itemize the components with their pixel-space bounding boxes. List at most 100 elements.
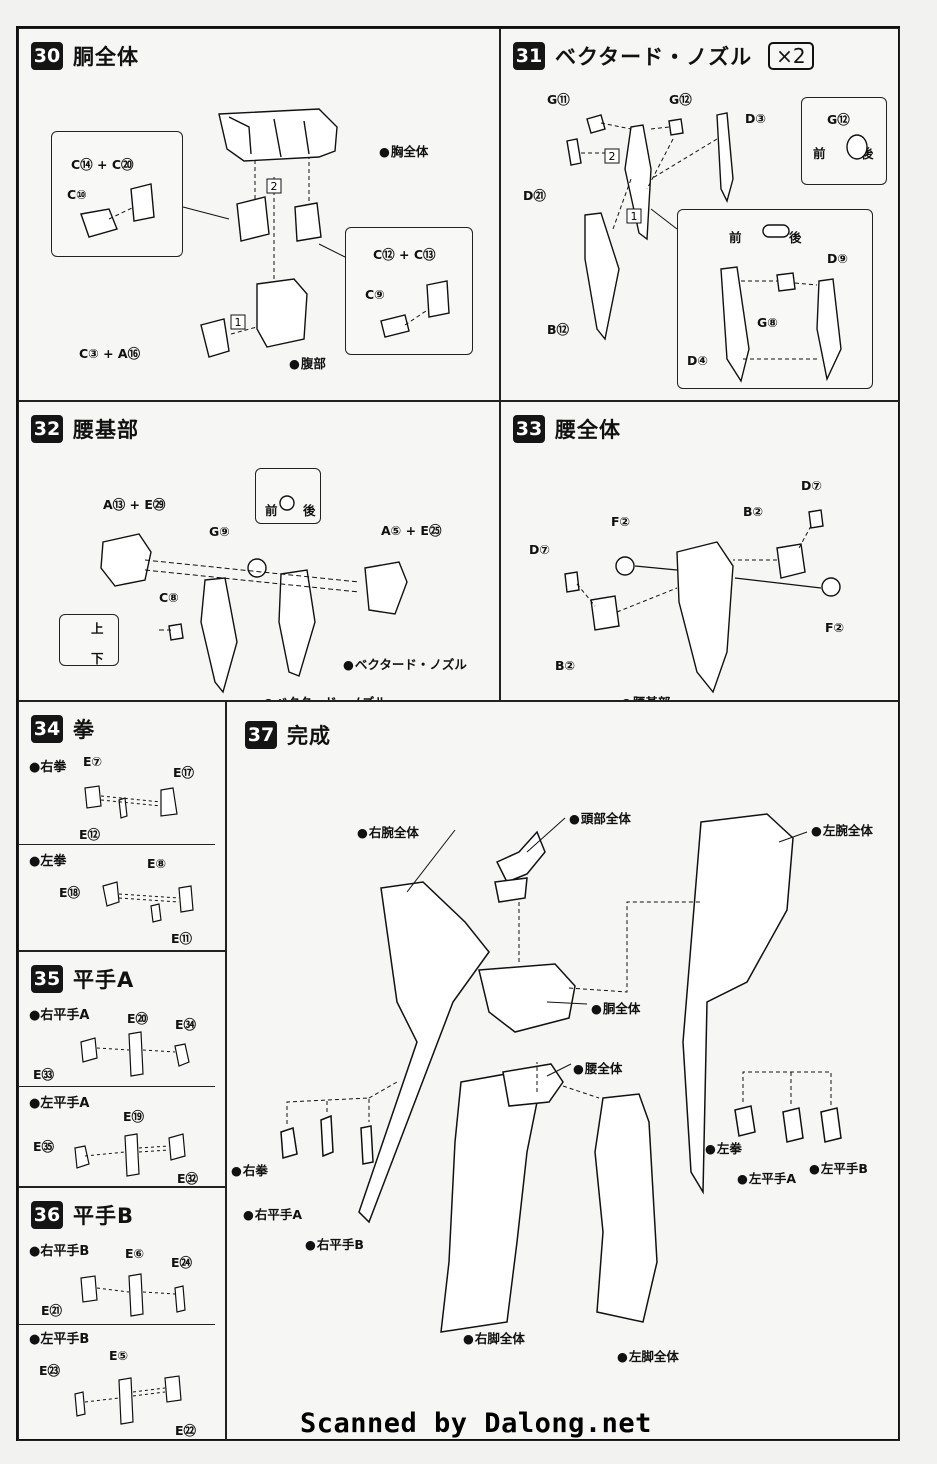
back-label: 後 bbox=[789, 230, 802, 245]
scan-credit: Scanned by Dalong.net bbox=[300, 1408, 652, 1439]
front-label: 前 bbox=[265, 503, 278, 518]
left-leg-part bbox=[594, 1093, 658, 1323]
left-fist-label: 左拳 bbox=[705, 1138, 742, 1157]
part-label: E㉞ bbox=[175, 1017, 197, 1032]
part-label: E㉑ bbox=[41, 1303, 63, 1318]
part-label: D⑦ bbox=[801, 478, 822, 493]
part-label: E㉜ bbox=[177, 1171, 199, 1186]
step-30-drawing: 2 1 bbox=[80, 108, 450, 358]
part-label: E⑫ bbox=[79, 827, 101, 842]
divider bbox=[19, 844, 215, 845]
part-label: F② bbox=[611, 514, 631, 529]
waist-label: 腰全体 bbox=[573, 1058, 623, 1077]
svg-text:1: 1 bbox=[235, 316, 242, 329]
down-label: 下 bbox=[91, 651, 104, 666]
right-arm-part bbox=[358, 881, 490, 1224]
sub-assembly-inset bbox=[51, 131, 183, 257]
up-label: 上 bbox=[91, 621, 104, 636]
head-part bbox=[495, 830, 546, 883]
step-number: 33 bbox=[513, 415, 545, 443]
part-label: E⑥ bbox=[125, 1246, 145, 1261]
part-label: E⑰ bbox=[173, 765, 195, 780]
part-label: F② bbox=[825, 620, 845, 635]
part-label: G⑧ bbox=[757, 315, 778, 330]
left-arm-label: 左腕全体 bbox=[811, 820, 873, 839]
part-label: A⑤ + E㉕ bbox=[381, 523, 442, 538]
right-hand-b-label: 右平手B bbox=[29, 1240, 89, 1259]
step-number: 32 bbox=[31, 415, 63, 443]
part-label: B② bbox=[743, 504, 764, 519]
right-hand-b-label: 右平手B bbox=[305, 1234, 364, 1253]
right-fist-label: 右拳 bbox=[29, 756, 66, 775]
part-label: E㉟ bbox=[33, 1139, 55, 1154]
step-number: 35 bbox=[31, 965, 63, 993]
waist-base-label: 腰基部 bbox=[621, 692, 671, 700]
step-36-drawing bbox=[74, 1273, 186, 1425]
part-label: E⑦ bbox=[83, 754, 103, 769]
part-label: E⑧ bbox=[147, 856, 167, 871]
orientation-inset bbox=[801, 97, 887, 185]
nozzle-label: ベクタード・ノズル bbox=[343, 654, 467, 673]
step-number: 31 bbox=[513, 42, 545, 70]
part-label: E㉓ bbox=[39, 1363, 61, 1378]
left-hand-a-label: 左平手A bbox=[29, 1092, 89, 1111]
part-label: E⑱ bbox=[59, 885, 81, 900]
left-hand-b-label: 左平手B bbox=[809, 1158, 868, 1177]
part-label: D③ bbox=[745, 111, 766, 126]
part-label: E㉒ bbox=[175, 1423, 197, 1438]
part-label: A⑬ + E㉙ bbox=[103, 497, 166, 512]
part-label: C⑧ bbox=[159, 590, 179, 605]
part-label: E⑲ bbox=[123, 1109, 145, 1124]
part-label: B⑫ bbox=[547, 322, 570, 337]
front-label: 前 bbox=[813, 146, 826, 161]
part-label: C⑩ bbox=[67, 187, 87, 202]
part-label: C⑨ bbox=[365, 287, 385, 302]
step-34-drawing bbox=[84, 785, 194, 923]
part-label: E㉔ bbox=[171, 1255, 193, 1270]
right-hand-a-label: 右平手A bbox=[243, 1204, 302, 1223]
chest-label: 胸全体 bbox=[379, 141, 429, 160]
step-35-drawing bbox=[74, 1031, 190, 1177]
step-number: 37 bbox=[245, 721, 277, 749]
step-number: 30 bbox=[31, 42, 63, 70]
torso-part bbox=[478, 963, 576, 1033]
part-label: C⑭ + C⑳ bbox=[71, 157, 134, 172]
part-label: G⑨ bbox=[209, 524, 230, 539]
part-label: D⑦ bbox=[529, 542, 550, 557]
part-label: B② bbox=[555, 658, 576, 673]
svg-text:2: 2 bbox=[609, 150, 616, 163]
step-32-drawing bbox=[100, 495, 408, 694]
step-33-drawing bbox=[564, 509, 841, 694]
front-label: 前 bbox=[729, 230, 742, 245]
part-label: G⑫ bbox=[827, 112, 850, 127]
torso-label: 胴全体 bbox=[591, 998, 641, 1017]
right-leg-part bbox=[440, 1071, 540, 1333]
nozzle-label: ベクタード・ノズル bbox=[263, 692, 387, 700]
step-title: 腰基部 bbox=[73, 418, 139, 442]
part-label: E⑪ bbox=[171, 931, 193, 946]
svg-text:1: 1 bbox=[631, 210, 638, 223]
step-37-drawing bbox=[280, 813, 842, 1333]
waist-part bbox=[502, 1063, 564, 1107]
sub-assembly-inset bbox=[345, 227, 473, 355]
part-label: E⑤ bbox=[109, 1348, 129, 1363]
belly-label: 腹部 bbox=[289, 353, 326, 372]
right-leg-label: 右脚全体 bbox=[463, 1328, 525, 1347]
left-leg-label: 左脚全体 bbox=[617, 1346, 679, 1365]
right-arm-label: 右腕全体 bbox=[357, 822, 419, 841]
step-31-drawing: 2 1 bbox=[566, 112, 868, 383]
part-label: E⑳ bbox=[127, 1011, 149, 1026]
part-label: D④ bbox=[687, 353, 708, 368]
multiplier-badge: ×2 bbox=[768, 42, 814, 70]
left-arm-part bbox=[682, 813, 794, 1195]
divider bbox=[19, 1324, 215, 1325]
step-34-panel: 34拳 右拳 E⑦ E⑰ E⑫ 左拳 E⑧ E⑱ E⑪ bbox=[18, 701, 226, 951]
step-title: 完成 bbox=[287, 724, 331, 748]
part-label: G⑫ bbox=[669, 92, 692, 107]
